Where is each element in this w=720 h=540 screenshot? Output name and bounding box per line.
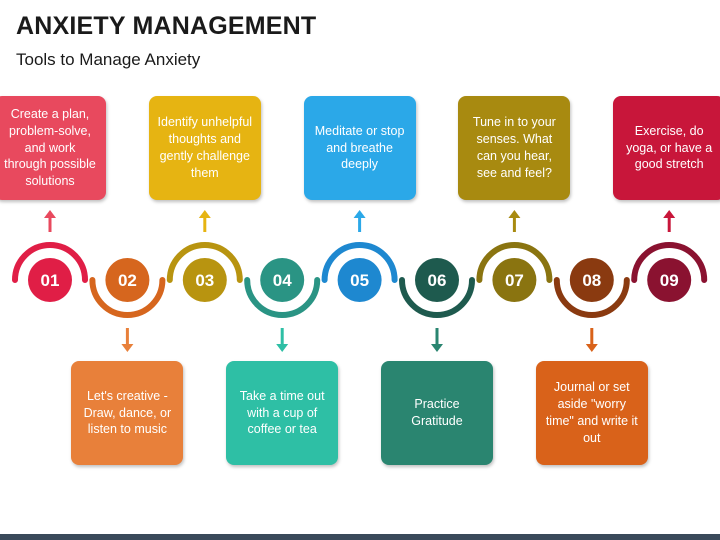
- step-number: 06: [428, 271, 447, 290]
- arrow-up-icon: [353, 210, 366, 218]
- step-number: 04: [273, 271, 292, 290]
- step-circle: [647, 258, 692, 302]
- step-circle: [492, 258, 537, 302]
- connector-arc: [553, 277, 630, 318]
- connector-arc: [166, 242, 243, 283]
- step-box-05: Meditate or stop and breathe deeply: [303, 96, 416, 200]
- step-number: 05: [350, 271, 369, 290]
- step-circle: [337, 258, 382, 302]
- step-circle: [28, 258, 72, 302]
- connector-arc: [12, 242, 88, 283]
- connector-arc: [321, 242, 398, 283]
- arrow-up-icon: [663, 210, 676, 218]
- step-number: 08: [582, 271, 601, 290]
- step-circle: [260, 258, 305, 302]
- step-number: 07: [505, 271, 524, 290]
- connector-arc: [631, 242, 708, 283]
- step-box-09: Exercise, do yoga, or have a good stretc…: [613, 96, 720, 200]
- step-number: 01: [41, 271, 60, 290]
- step-box-01: Create a plan, problem-solve, and work t…: [0, 96, 106, 200]
- step-box-02: Let's creative - Draw, dance, or listen …: [71, 361, 184, 465]
- step-box-08: Journal or set aside "worry time" and wr…: [535, 361, 648, 465]
- step-box-06: Practice Gratitude: [381, 361, 493, 465]
- arrow-up-icon: [198, 210, 211, 218]
- arrow-down-icon: [121, 344, 134, 352]
- bottom-bar: [0, 534, 720, 540]
- step-number: 02: [118, 271, 137, 290]
- step-circle: [415, 258, 459, 302]
- connector-arc: [244, 277, 321, 318]
- step-box-07: Tune in to your senses. What can you hea…: [458, 96, 571, 200]
- arrow-up-icon: [44, 210, 56, 218]
- page-subtitle: Tools to Manage Anxiety: [16, 50, 201, 69]
- connector-arc: [399, 277, 475, 318]
- step-box-04: Take a time out with a cup of coffee or …: [226, 361, 339, 465]
- step-circle: [105, 258, 150, 302]
- connector-arc: [476, 242, 553, 283]
- arrow-down-icon: [431, 344, 443, 352]
- connector-arc: [89, 277, 166, 318]
- page-title: ANXIETY MANAGEMENT: [16, 12, 317, 40]
- step-box-03: Identify unhelpful thoughts and gently c…: [148, 96, 261, 200]
- arrow-up-icon: [508, 210, 521, 218]
- step-circle: [182, 258, 227, 302]
- step-number: 09: [660, 271, 679, 290]
- step-circle: [569, 258, 614, 302]
- arrow-down-icon: [585, 344, 598, 352]
- step-number: 03: [195, 271, 214, 290]
- arrow-down-icon: [276, 344, 289, 352]
